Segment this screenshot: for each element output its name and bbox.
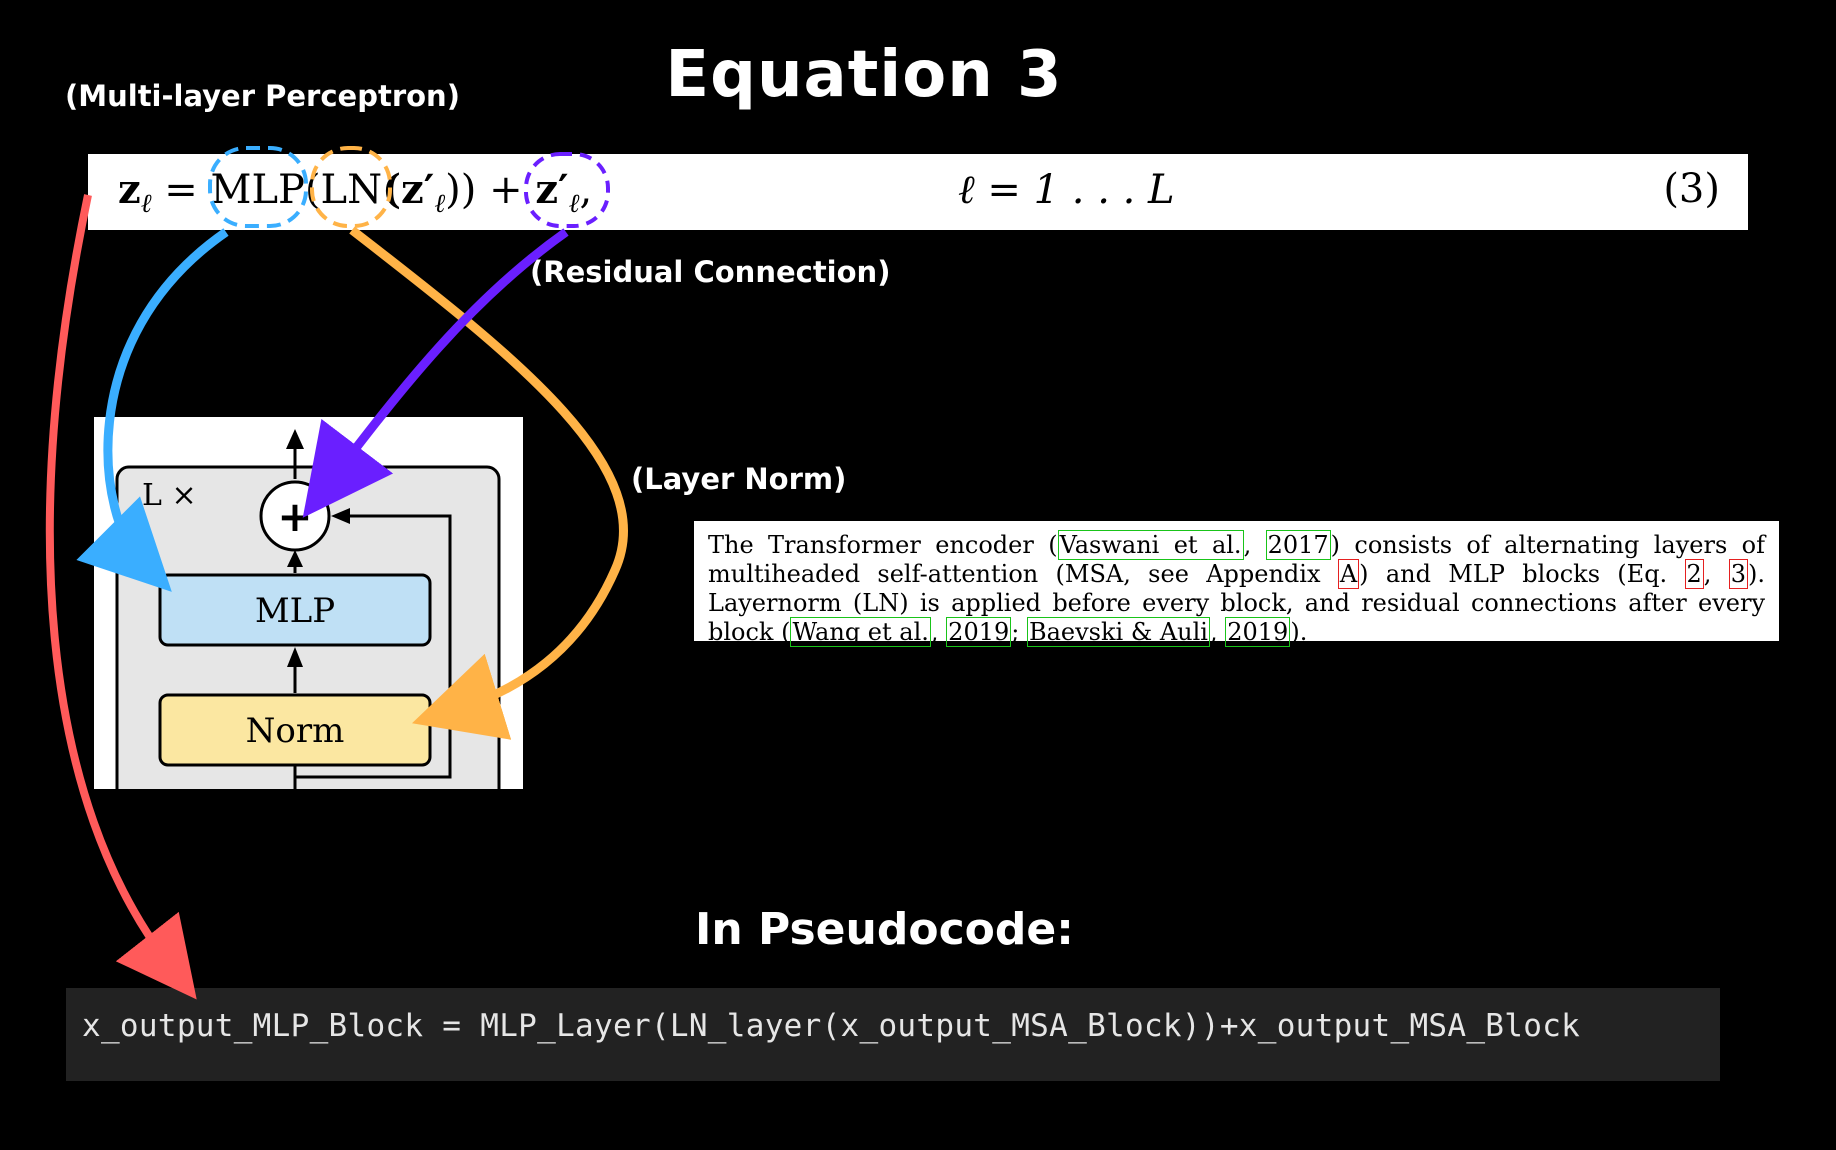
para-text: ; [1011, 618, 1027, 646]
pseudocode-title: In Pseudocode: [695, 904, 1074, 955]
eq-lhs-sub: ℓ [140, 189, 152, 219]
citation-link[interactable]: Vaswani et al. [1057, 530, 1244, 560]
eq-equals: = [151, 167, 211, 213]
pseudocode-line: x_output_MLP_Block = MLP_Layer(LN_layer(… [82, 1008, 1581, 1044]
equation-link[interactable]: 2 [1684, 559, 1704, 589]
para-text: ) and MLP blocks (Eq. [1359, 560, 1685, 588]
eq-ln: (LN [304, 167, 383, 213]
para-text: The Transformer encoder ( [708, 531, 1058, 559]
citation-link[interactable]: Wang et al. [790, 617, 931, 647]
page-title: Equation 3 [665, 38, 1063, 112]
citation-link[interactable]: 2017 [1265, 530, 1331, 560]
paper-excerpt: The Transformer encoder (Vaswani et al.,… [694, 521, 1779, 647]
para-text: , [1209, 618, 1226, 646]
paper-paragraph: The Transformer encoder (Vaswani et al.,… [708, 530, 1765, 647]
eq-index: ℓ = 1 . . . L [958, 167, 1175, 213]
eq-comma: , [579, 167, 593, 213]
eq-close: )) [445, 167, 477, 213]
norm-to-mlp-arrowhead [287, 647, 303, 667]
para-text: ) consists of alternating layers of mult… [708, 531, 1765, 588]
equation-formula: zℓ = MLP(LN(z′ℓ)) + z′ℓ, [118, 166, 592, 219]
para-text: ). Layernorm (LN) is applied before ever… [708, 560, 1765, 646]
repeat-label: L × [142, 478, 197, 513]
output-arrowhead [286, 429, 304, 449]
para-text: , [930, 618, 947, 646]
plus-symbol: + [277, 492, 312, 541]
equation-link[interactable]: 3 [1728, 559, 1748, 589]
eq-arg: (z′ [382, 166, 435, 213]
mlp-block-label: MLP [255, 591, 335, 631]
equation-bar: zℓ = MLP(LN(z′ℓ)) + z′ℓ, ℓ = 1 . . . L (… [88, 154, 1748, 230]
mlp-to-add-arrowhead [287, 550, 303, 567]
para-text: , [1703, 560, 1729, 588]
citation-link[interactable]: Baevski & Auli [1026, 617, 1210, 647]
layernorm-label: (Layer Norm) [631, 462, 847, 496]
eq-plus: + [476, 167, 536, 213]
para-text: , [1243, 531, 1266, 559]
citation-link[interactable]: 2019 [1225, 617, 1291, 647]
norm-block-label: Norm [246, 711, 345, 751]
citation-link[interactable]: 2019 [946, 617, 1012, 647]
eq-res-sub: ℓ [568, 189, 580, 219]
eq-res: z′ [535, 166, 569, 213]
pseudocode-block: x_output_MLP_Block = MLP_Layer(LN_layer(… [66, 988, 1720, 1081]
encoder-diagram: L × + MLP Norm [115, 429, 501, 789]
eq-mlp: MLP [210, 167, 305, 213]
eq-lhs: z [118, 166, 141, 213]
mlp-label: (Multi-layer Perceptron) [65, 79, 460, 113]
eq-arg-sub: ℓ [434, 189, 446, 219]
eq-number: (3) [1663, 166, 1720, 212]
para-text: ). [1290, 618, 1308, 646]
residual-label: (Residual Connection) [530, 255, 891, 289]
appendix-link[interactable]: A [1337, 559, 1360, 589]
encoder-figure: L × + MLP Norm [94, 417, 523, 789]
